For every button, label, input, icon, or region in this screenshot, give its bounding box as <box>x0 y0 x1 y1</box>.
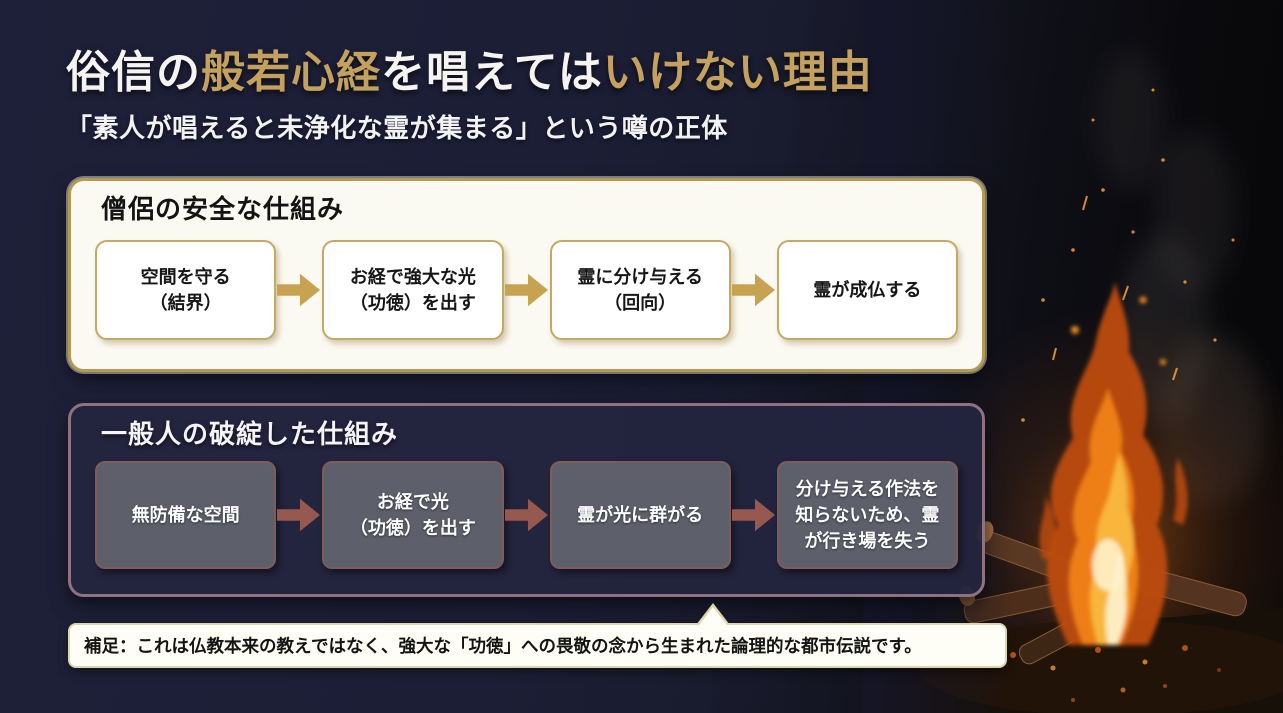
safe-step-box: 霊が成仏する <box>776 239 958 340</box>
broken-mechanism-panel: 一般人の破綻した仕組み 無防備な空間 お経で光 （功徳）を出す 霊が光に群がる … <box>68 403 985 597</box>
title-segment: 俗信の <box>66 48 201 97</box>
broken-step-box: 霊が光に群がる <box>549 460 731 569</box>
page-title: 俗信の般若心経を唱えてはいけない理由 <box>66 36 873 100</box>
safe-step-box: 霊に分け与える （回向） <box>549 239 731 340</box>
flow-arrow-icon <box>731 495 777 535</box>
flow-arrow-icon <box>276 270 322 310</box>
flow-arrow-icon <box>276 495 322 535</box>
broken-panel-heading: 一般人の破綻した仕組み <box>101 420 399 449</box>
safe-panel-heading: 僧侶の安全な仕組み <box>101 195 345 224</box>
footnote-bubble: 補足：これは仏教本来の教えではなく、強大な「功徳」への畏敬の念から生まれた論理的… <box>68 603 1007 668</box>
safe-step-box: 空間を守る （結界） <box>95 239 277 340</box>
title-segment: を唱えては <box>381 48 603 97</box>
title-segment-emphasis: 般若心経 <box>201 48 381 97</box>
footnote-text: 補足：これは仏教本来の教えではなく、強大な「功徳」への畏敬の念から生まれた論理的… <box>84 636 922 656</box>
broken-step-box: お経で光 （功徳）を出す <box>322 460 504 569</box>
safe-step-box: お経で強大な光 （功徳）を出す <box>322 239 504 340</box>
broken-step-box: 無防備な空間 <box>95 460 277 569</box>
safe-mechanism-panel: 僧侶の安全な仕組み 空間を守る （結界） お経で強大な光 （功徳）を出す 霊に分… <box>68 178 985 372</box>
safe-flow-diagram: 空間を守る （結界） お経で強大な光 （功徳）を出す 霊に分け与える （回向） … <box>95 227 958 353</box>
broken-flow-diagram: 無防備な空間 お経で光 （功徳）を出す 霊が光に群がる 分け与える作法を 知らな… <box>95 452 958 578</box>
broken-step-box: 分け与える作法を 知らないため、霊 が行き場を失う <box>776 460 958 569</box>
footnote-tail <box>699 607 727 625</box>
flow-arrow-icon <box>504 270 550 310</box>
page-subtitle: 「素人が唱えると未浄化な霊が集まる」という噂の正体 <box>66 113 728 143</box>
flow-arrow-icon <box>731 270 777 310</box>
flow-arrow-icon <box>504 495 550 535</box>
title-segment-emphasis: いけない理由 <box>602 48 873 97</box>
